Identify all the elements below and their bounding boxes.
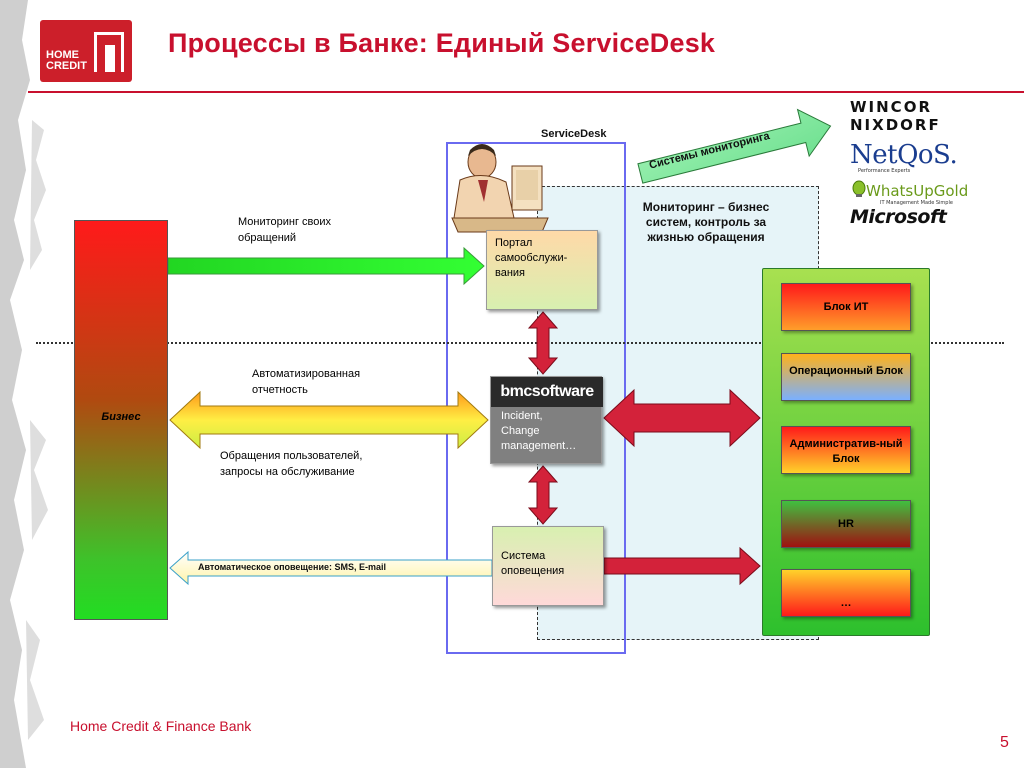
unit-it: Блок ИТ: [781, 283, 911, 331]
whatsupgold-logo: WhatsUpGold: [866, 182, 969, 200]
whatsupgold-tagline: IT Management Made Simple: [880, 200, 953, 206]
footer-bank-name: Home Credit & Finance Bank: [70, 718, 252, 734]
bmc-line-1: Incident,: [501, 410, 543, 422]
user-requests-line-2: запросы на обслуживание: [220, 466, 355, 478]
bmc-software-box: bmcsoftware Incident, Change management…: [490, 376, 603, 464]
unit-hr: HR: [781, 500, 911, 548]
business-column: Бизнес: [74, 220, 168, 620]
person-at-desk-icon: [451, 144, 549, 233]
whatsup-bulb-icon: [852, 180, 866, 197]
bmc-line-3: management…: [501, 440, 577, 452]
user-requests-line-1: Обращения пользователей,: [220, 450, 363, 462]
netqos-tagline: Performance Experts: [858, 168, 911, 174]
business-monitoring-note: Мониторинг – бизнес систем, контроль за …: [642, 200, 770, 244]
unit-more: …: [781, 569, 911, 617]
unit-administrative: Административ-ный Блок: [781, 426, 911, 474]
reporting-label: Автоматизированная отчетность: [252, 366, 360, 398]
bmc-logo: bmcsoftware: [491, 377, 603, 407]
own-requests-line-1: Мониторинг своих: [238, 216, 332, 228]
microsoft-logo: Microsoft: [850, 206, 947, 228]
reporting-line-2: отчетность: [252, 384, 308, 396]
wincor-logo: WINCOR: [850, 98, 932, 116]
auto-notify-label: Автоматическое оповещение: SMS, E-mail: [198, 562, 387, 572]
servicedesk-label: ServiceDesk: [541, 128, 607, 140]
business-label: Бизнес: [101, 411, 141, 423]
user-requests-label: Обращения пользователей, запросы на обсл…: [220, 448, 362, 480]
logo-line-2: CREDIT: [46, 60, 87, 72]
grunge-decoration: [0, 0, 48, 768]
page-title: Процессы в Банке: Единый ServiceDesk: [168, 28, 716, 58]
own-requests-line-2: обращений: [238, 232, 297, 244]
self-service-portal-box: Портал самообслужи-вания: [486, 230, 598, 310]
bmc-description: Incident, Change management…: [501, 409, 576, 454]
notification-system-box: Система оповещения: [492, 526, 604, 606]
logo-line-1: HOME: [46, 49, 79, 61]
title-divider: [28, 91, 1024, 93]
bmc-line-2: Change: [501, 425, 540, 437]
arrow-reporting: [169, 390, 489, 450]
logo-text: HOME CREDIT: [46, 50, 87, 72]
home-credit-logo: HOME CREDIT: [40, 20, 132, 82]
own-requests-label: Мониторинг своих обращений: [238, 214, 331, 246]
arrow-portal-bmc: [527, 311, 559, 375]
nixdorf-logo: NIXDORF: [850, 116, 941, 134]
reporting-line-1: Автоматизированная: [252, 368, 361, 380]
arrow-notify-units: [603, 546, 761, 586]
arrow-bmc-notify: [527, 465, 559, 525]
netqos-logo: NetQoS.: [850, 140, 958, 170]
dotted-divider: [36, 342, 1004, 344]
house-icon: [94, 32, 124, 72]
arrow-own-requests: [167, 246, 485, 286]
arrow-monitoring-systems: [637, 108, 832, 184]
unit-operations: Операционный Блок: [781, 353, 911, 401]
page-number: 5: [1000, 734, 1009, 751]
arrow-bmc-units: [603, 388, 761, 448]
